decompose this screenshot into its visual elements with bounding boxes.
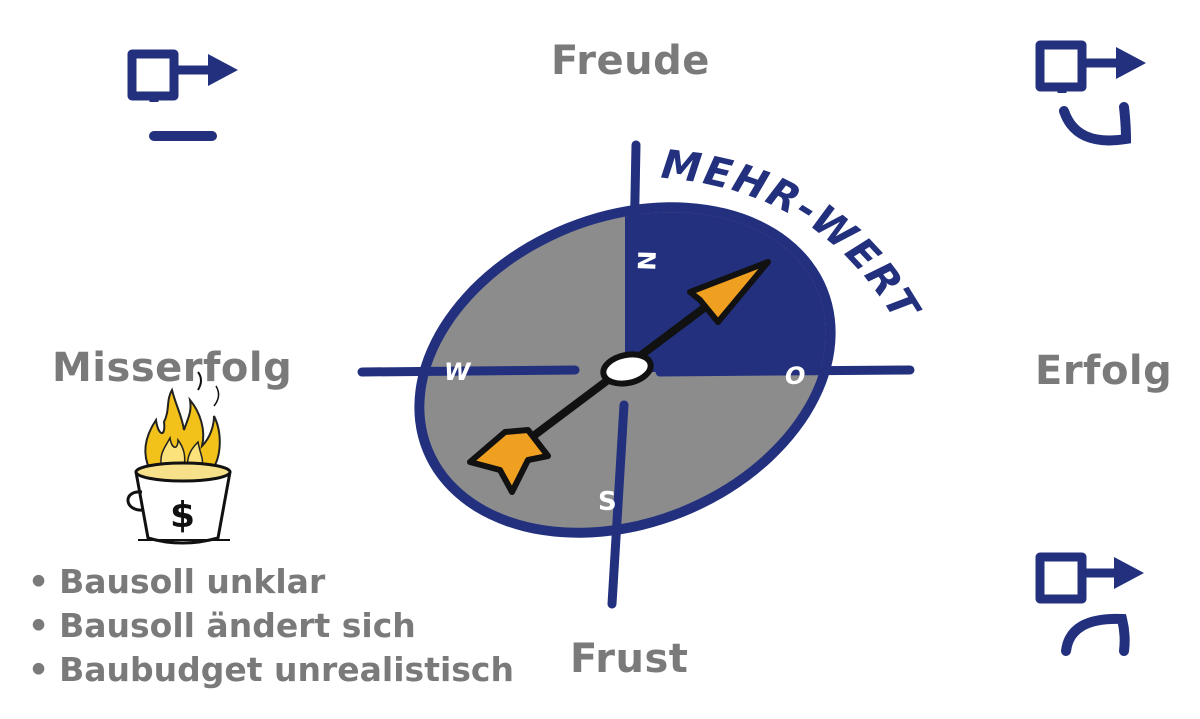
cardinal-s: S — [598, 487, 617, 517]
cardinal-n: N — [632, 250, 661, 271]
cardinal-o: O — [785, 362, 805, 390]
axis-north — [632, 145, 636, 352]
cardinal-w: W — [444, 358, 472, 386]
